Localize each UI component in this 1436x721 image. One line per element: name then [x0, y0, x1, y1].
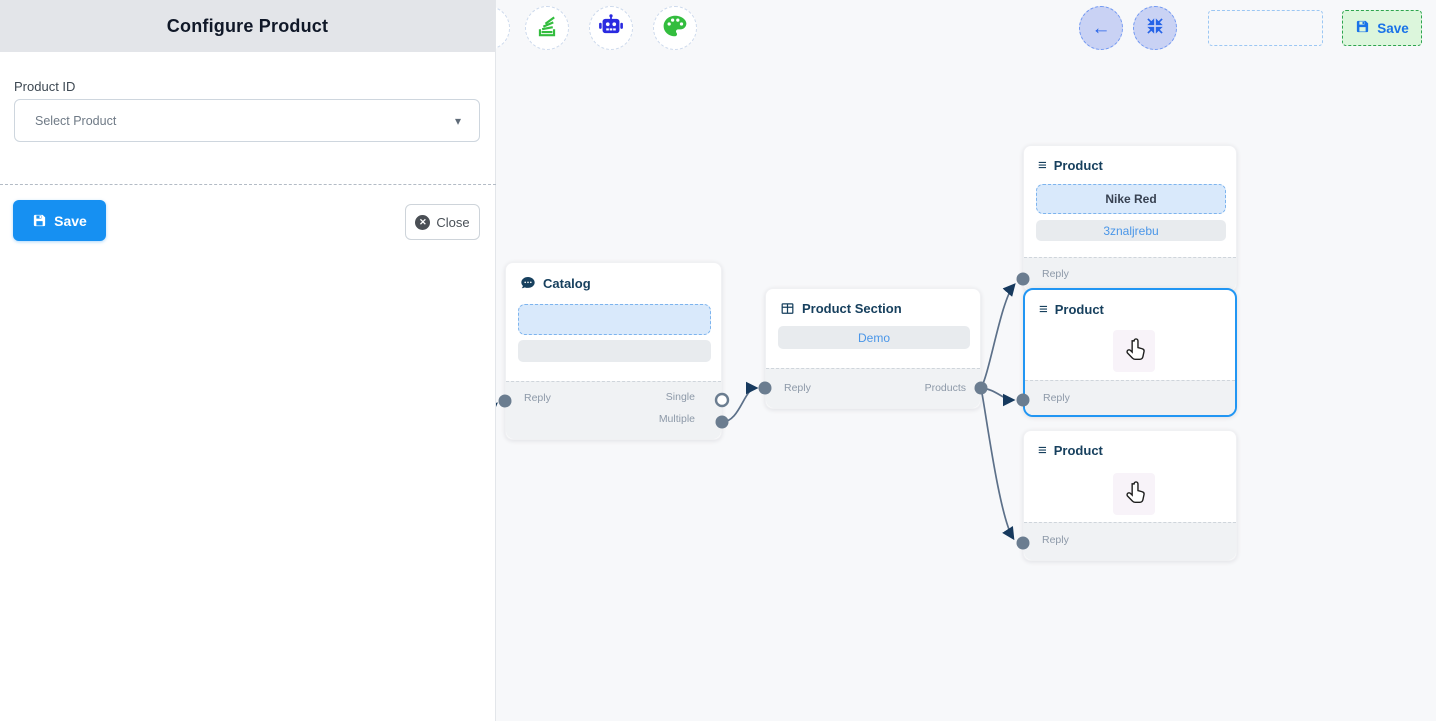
product-section-option[interactable]: Demo	[778, 326, 970, 349]
product-bottom-reply-port-label: Reply	[1042, 534, 1069, 546]
fit-view-button[interactable]	[1133, 6, 1177, 50]
product-select-value: Select Product	[35, 113, 117, 128]
palette-tool-button[interactable]	[653, 6, 697, 50]
chevron-down-icon: ▾	[454, 113, 461, 128]
compress-icon	[1145, 16, 1165, 41]
product-node-middle-title: Product	[1054, 302, 1104, 317]
panel-header: Configure Product	[0, 0, 495, 52]
product-node-middle-footer: Reply	[1025, 380, 1235, 415]
save-floppy-icon	[32, 213, 47, 228]
product-section-reply-port-label: Reply	[784, 382, 811, 394]
product-node-bottom-title: Product	[1053, 443, 1103, 458]
product-select[interactable]: Select Product ▾	[14, 99, 480, 142]
catalog-node-title: Catalog	[543, 275, 591, 291]
product-section-node-footer: Reply Products	[766, 368, 980, 408]
robot-icon	[598, 13, 624, 44]
product-node-middle-header: ≡ Product	[1025, 290, 1235, 317]
chat-bubble-icon	[520, 275, 536, 291]
close-button-label: Close	[436, 214, 470, 230]
bot-tool-button[interactable]	[589, 6, 633, 50]
hand-cursor	[1113, 330, 1155, 372]
catalog-node[interactable]: Catalog Reply Single Multiple	[505, 262, 722, 440]
product-node-bottom[interactable]: ≡ Product Reply	[1023, 430, 1237, 561]
product-node-top-title: Product	[1053, 158, 1103, 173]
product-node-bottom-header: ≡ Product	[1024, 431, 1236, 458]
save-floppy-icon	[1355, 19, 1370, 37]
arrow-left-icon: ←	[1091, 17, 1111, 39]
edge-products-to-product-top	[980, 283, 1016, 389]
table-icon	[780, 301, 795, 316]
flow-canvas[interactable]: ← Save	[496, 0, 1436, 721]
product-section-node[interactable]: Product Section Demo Reply Products	[765, 288, 981, 409]
product-section-products-port-label: Products	[924, 382, 966, 394]
catalog-node-footer: Reply Single Multiple	[506, 381, 721, 439]
panel-title: Configure Product	[166, 15, 329, 36]
edge-products-to-product-middle	[980, 387, 1016, 407]
catalog-reply-port-label: Reply	[524, 392, 551, 404]
canvas-save-button[interactable]: Save	[1342, 10, 1422, 46]
menu-icon: ≡	[1038, 442, 1047, 459]
close-circle-icon: ✕	[415, 214, 431, 230]
menu-icon: ≡	[1038, 157, 1047, 174]
palette-icon	[662, 13, 688, 44]
product-middle-reply-port-label: Reply	[1043, 392, 1070, 404]
catalog-single-port-label: Single	[665, 391, 695, 403]
edge-products-to-product-bottom	[980, 387, 1015, 541]
catalog-empty-field[interactable]	[518, 304, 711, 335]
catalog-secondary-field[interactable]	[518, 340, 711, 362]
menu-icon: ≡	[1039, 301, 1048, 318]
catalog-node-header: Catalog	[506, 263, 721, 291]
hand-cursor	[1113, 473, 1155, 515]
stack-icon	[534, 13, 560, 44]
product-top-reply-port-label: Reply	[1042, 268, 1069, 280]
product-section-node-title: Product Section	[802, 301, 902, 316]
product-node-top-header: ≡ Product	[1024, 146, 1236, 173]
product-retailer-id-field[interactable]: 3znaljrebu	[1036, 220, 1226, 241]
edge-multiple-to-section-reply	[721, 381, 759, 423]
product-section-node-header: Product Section	[766, 289, 980, 316]
panel-divider	[0, 184, 496, 185]
configure-product-panel: Configure Product Product ID Select Prod…	[0, 0, 496, 721]
product-id-label: Product ID	[14, 79, 76, 94]
save-button[interactable]: Save	[13, 200, 106, 241]
save-button-label: Save	[54, 212, 87, 229]
close-button[interactable]: ✕ Close	[405, 204, 480, 240]
product-name-field[interactable]: Nike Red	[1036, 184, 1226, 214]
product-node-top[interactable]: ≡ Product Nike Red 3znaljrebu Reply	[1023, 145, 1237, 292]
product-node-bottom-footer: Reply	[1024, 522, 1236, 560]
empty-action-slot[interactable]	[1208, 10, 1323, 46]
stack-tool-button[interactable]	[525, 6, 569, 50]
canvas-save-label: Save	[1377, 20, 1409, 36]
catalog-multiple-port-label: Multiple	[658, 413, 695, 425]
product-node-top-footer: Reply	[1024, 257, 1236, 291]
toolbar-button-clipped[interactable]	[496, 6, 510, 50]
back-button[interactable]: ←	[1079, 6, 1123, 50]
